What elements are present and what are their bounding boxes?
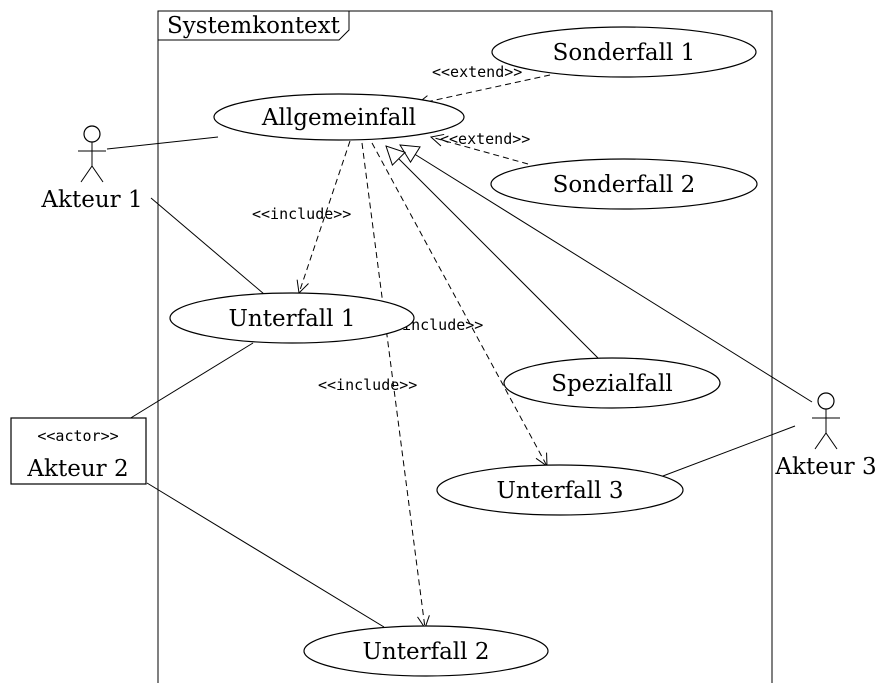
- assoc-actor1-allgemeinfall: [106, 136, 219, 150]
- use-case-allgemeinfall[interactable]: Allgemeinfall: [213, 93, 465, 141]
- extend-sonderfall2: [431, 137, 529, 165]
- use-case-label: Unterfall 1: [229, 306, 356, 332]
- include-label-1: <<include>>: [252, 205, 351, 223]
- use-case-label: Spezialfall: [551, 371, 673, 397]
- assoc-actor3-allgemeinfall: [400, 145, 813, 403]
- extend-label-2: <<extend>>: [440, 130, 530, 148]
- assoc-actor2-unterfall2: [146, 482, 385, 628]
- actor-1-label: Akteur 1: [40, 187, 142, 213]
- connections: [106, 74, 813, 628]
- actor-1[interactable]: Akteur 1: [40, 125, 143, 213]
- actor-3-label: Akteur 3: [774, 454, 876, 480]
- use-case-spezialfall[interactable]: Spezialfall: [503, 357, 721, 409]
- stick-figure-icon: [78, 125, 106, 183]
- include-unterfall3: [371, 142, 547, 466]
- include-unterfall2: [361, 142, 425, 628]
- extend-sonderfall1: [417, 74, 551, 104]
- assoc-actor2-unterfall1: [128, 342, 254, 420]
- use-case-label: Allgemeinfall: [261, 105, 416, 131]
- use-case-label: Sonderfall 1: [553, 40, 696, 66]
- use-case-unterfall2[interactable]: Unterfall 2: [303, 625, 549, 677]
- actor-3[interactable]: Akteur 3: [774, 392, 877, 480]
- use-case-sonderfall2[interactable]: Sonderfall 2: [490, 158, 758, 210]
- assoc-actor1-unterfall1: [150, 197, 265, 295]
- extend-label-1: <<extend>>: [432, 63, 522, 81]
- include-label-2: <<include>>: [318, 376, 417, 394]
- actor-2-stereotype: <<actor>>: [37, 427, 118, 445]
- use-case-unterfall3[interactable]: Unterfall 3: [436, 464, 684, 516]
- generalization-spezialfall: [386, 146, 599, 359]
- use-case-unterfall1[interactable]: Unterfall 1: [169, 292, 415, 344]
- relation-labels: <<extend>> <<extend>> <<include>> <<incl…: [252, 63, 530, 394]
- system-title: Systemkontext: [167, 13, 341, 39]
- stick-figure-icon: [812, 392, 840, 450]
- use-case-label: Sonderfall 2: [553, 172, 696, 198]
- system-boundary: Systemkontext: [157, 10, 773, 683]
- use-case-label: Unterfall 3: [497, 478, 624, 504]
- actor-2[interactable]: <<actor>> Akteur 2: [10, 417, 147, 485]
- use-case-label: Unterfall 2: [363, 639, 490, 665]
- actor-2-label: Akteur 2: [26, 456, 128, 482]
- include-unterfall1: [299, 140, 351, 293]
- use-case-sonderfall1[interactable]: Sonderfall 1: [491, 26, 757, 78]
